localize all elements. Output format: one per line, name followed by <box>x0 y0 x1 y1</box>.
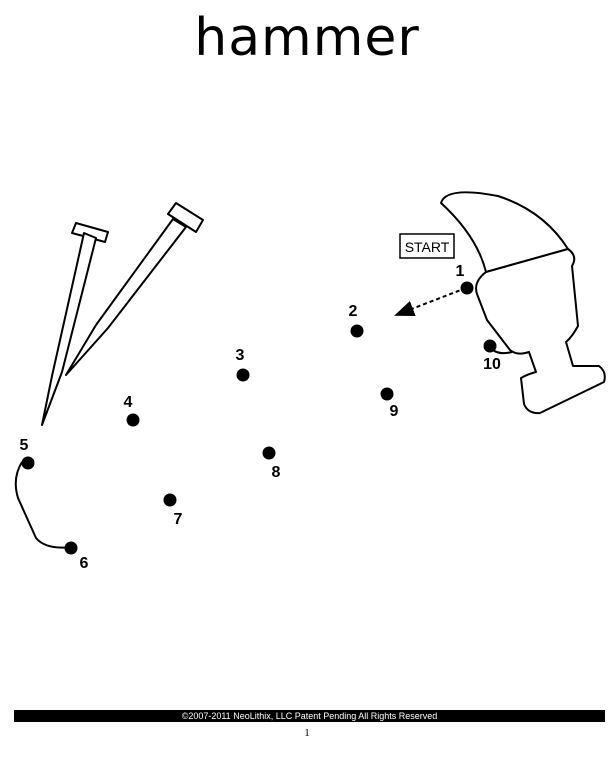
completed-lines <box>14 345 513 549</box>
dot-label-1: 1 <box>456 263 465 280</box>
dot-label-8: 8 <box>272 464 281 481</box>
dots-layer: 1 2 3 4 5 6 7 8 9 10 <box>20 263 501 572</box>
dot-4 <box>126 413 140 427</box>
dot-label-3: 3 <box>236 347 245 364</box>
page-title: hammer <box>194 8 420 68</box>
dot-label-2: 2 <box>349 303 358 320</box>
hammer-illustration <box>440 191 606 415</box>
dot-8 <box>262 446 276 460</box>
dot-label-9: 9 <box>390 403 399 420</box>
dot-10 <box>483 339 497 353</box>
dot-1 <box>460 281 474 295</box>
footer-copyright: ©2007-2011 NeoLithix, LLC Patent Pending… <box>14 710 605 722</box>
start-label: START <box>399 233 455 259</box>
start-label-text: START <box>405 239 450 255</box>
line-5-to-6 <box>14 461 73 549</box>
hammer-handle <box>475 248 606 415</box>
dot-7 <box>163 493 177 507</box>
dot-label-5: 5 <box>20 437 29 454</box>
dot-9 <box>380 387 394 401</box>
left-nail <box>41 222 109 426</box>
nails-illustration <box>41 202 204 426</box>
dot-2 <box>350 324 364 338</box>
page-number: 1 <box>304 727 310 739</box>
dot-label-7: 7 <box>174 511 183 528</box>
dot-label-10: 10 <box>483 356 501 373</box>
hammer-claw <box>440 191 569 273</box>
dot-label-4: 4 <box>124 394 133 411</box>
right-nail <box>65 202 204 376</box>
dot-5 <box>21 456 35 470</box>
dot-label-6: 6 <box>80 555 89 572</box>
dot-6 <box>64 541 78 555</box>
dot-3 <box>236 368 250 382</box>
start-arrow <box>394 287 467 316</box>
